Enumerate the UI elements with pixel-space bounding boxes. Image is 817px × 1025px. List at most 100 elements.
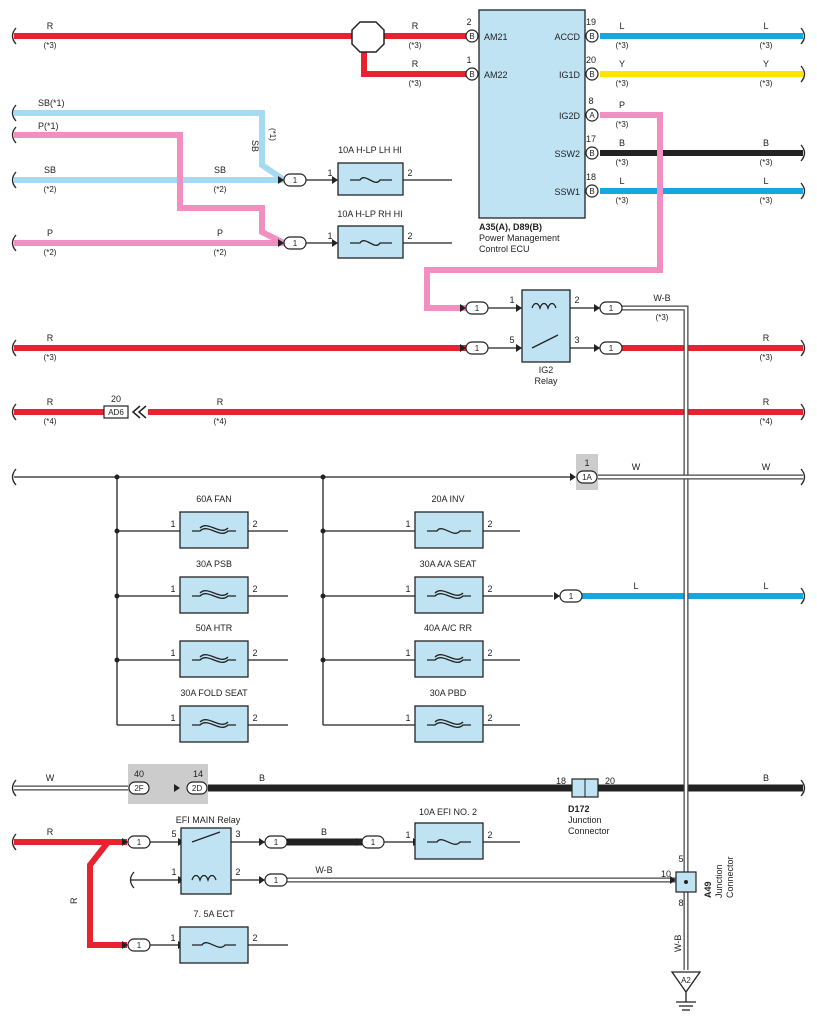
pill-efi-coil-num: 1 [274, 876, 279, 885]
note-r-relay-right: (*3) [760, 353, 773, 362]
label-l-ssw-a: L [633, 581, 638, 591]
ecu-title: A35(A), D89(B) [479, 222, 542, 232]
fuse-psb: 30A PSB 1 2 [170, 559, 258, 614]
pill-ig2-in-num: 1 [475, 304, 480, 313]
thin-wires [14, 179, 600, 946]
fuse-fan-pin2: 2 [252, 519, 257, 529]
ecu-pin-ig1d-circle [585, 67, 599, 81]
junction-dots [114, 474, 326, 663]
label-r-vert: R [69, 897, 79, 904]
ecu-pin-am22-conn: B [469, 70, 474, 79]
wire-p-1 [14, 132, 286, 246]
note-sb2-right: (*2) [214, 185, 227, 194]
relay-efi-label: EFI MAIN Relay [176, 815, 241, 825]
fuse-hlp-lh-icon [350, 177, 392, 183]
wire-wb-relay-inner [622, 306, 688, 872]
label-ig1d-a: Y [619, 59, 625, 69]
conn-2f-pill [128, 781, 150, 795]
label-ssw1-a: L [619, 176, 624, 186]
label-wb-relay: W-B [653, 293, 670, 303]
fuse-efi2-icon [427, 839, 471, 845]
label-sb1: SB(*1) [38, 98, 65, 108]
fuse-fold-pin2: 2 [252, 713, 257, 723]
fuse-psb-label: 30A PSB [196, 559, 232, 569]
label-p1: P(*1) [38, 121, 59, 131]
label-ig2d: P [619, 100, 625, 110]
edge-brackets-left [11, 27, 135, 889]
conn-2d-label: 2D [192, 784, 202, 793]
ecu-pin-ig2d-circle [585, 108, 599, 122]
note-r-left: (*3) [44, 41, 57, 50]
wire-r-efi-vert [87, 840, 127, 948]
fuse-ect-pin1: 1 [170, 933, 175, 943]
fuse-ac-rr-label: 40A A/C RR [424, 623, 473, 633]
label-ssw2-a: B [619, 138, 625, 148]
conn-1a-label: 1A [582, 473, 592, 482]
ecu-pin-ig2d-name: IG2D [559, 111, 581, 121]
ecu-pin-am21-name: AM21 [484, 32, 508, 42]
relay-efi-switch-icon [191, 831, 221, 843]
label-r-ad6-mid: R [217, 397, 224, 407]
conn-ad6-label: AD6 [108, 408, 124, 417]
ecu-pin-accd-circle [585, 29, 599, 43]
ecu-pin-ssw2-name: SSW2 [554, 149, 580, 159]
ecu-pin-ssw2-conn: B [589, 149, 594, 158]
fuse-inv-icon [427, 528, 471, 534]
label-w-1a-b: W [762, 462, 771, 472]
ecu-block: A35(A), D89(B) Power Management Control … [465, 9, 599, 254]
fuse-hlp-rh-icon [350, 240, 392, 246]
conn-d172-title: D172 [568, 804, 590, 814]
fuse-fan-pin1: 1 [170, 519, 175, 529]
label-r-ad6-right: R [763, 397, 770, 407]
fuse-efi2-pin1: 1 [405, 830, 410, 840]
fuse-fold-seat: 30A FOLD SEAT 1 2 [170, 688, 258, 743]
fuse-aa-seat-pin2: 2 [487, 584, 492, 594]
edge-brackets-right [800, 27, 806, 797]
relay-efi-main: EFI MAIN Relay 5 3 1 2 [171, 815, 241, 895]
note-ig2d: (*3) [616, 120, 629, 129]
pill-l-ssw-num: 1 [569, 592, 574, 601]
ecu-pin-ssw1-name: SSW1 [554, 187, 580, 197]
fuse-inv: 20A INV 1 2 [405, 494, 493, 549]
pill-efi-out-num: 1 [274, 838, 279, 847]
arrowheads [122, 176, 676, 949]
label-sb2-left: SB [44, 165, 56, 175]
fuse-pbd: 30A PBD 1 2 [405, 688, 493, 743]
conn-2d-pill [186, 781, 208, 795]
fuse-hlp-rh-pin2: 2 [407, 231, 412, 241]
ecu-pin-ssw1-conn: B [589, 187, 594, 196]
label-ssw2-b: B [763, 138, 769, 148]
conn-d172-l2: Connector [568, 826, 610, 836]
fuse-pbd-icon [427, 719, 471, 728]
pill-ig2-out-num: 1 [609, 304, 614, 313]
fuse-htr-pin1: 1 [170, 648, 175, 658]
label-w-1a-a: W [632, 462, 641, 472]
ecu-pin-am21-conn: B [469, 32, 474, 41]
conn-1a-pill [576, 470, 598, 484]
conn-a49-title: A49 [703, 881, 713, 898]
fuse-htr-pin2: 2 [252, 648, 257, 658]
fuse-inv-label: 20A INV [431, 494, 464, 504]
ecu-pin-accd-num: 19 [586, 17, 596, 27]
fuse-ac-rr: 40A A/C RR 1 2 [405, 623, 493, 678]
label-r-relay-right: R [763, 333, 770, 343]
label-accd-a: L [619, 21, 624, 31]
label-b-2d: B [259, 773, 265, 783]
relay-efi-pin5: 5 [171, 829, 176, 839]
ad6-pin: 20 [111, 394, 121, 404]
fuse-psb-pin1: 1 [170, 584, 175, 594]
fuse-ect-label: 7. 5A ECT [193, 909, 235, 919]
fuse-ac-rr-icon [427, 654, 471, 663]
fuse-hlp-rh-label: 10A H-LP RH HI [337, 209, 402, 219]
ecu-pin-ig2d-conn: A [589, 111, 595, 120]
fuse-pbd-pin2: 2 [487, 713, 492, 723]
ecu-pin-accd-conn: B [589, 32, 594, 41]
label-sb-vert: SB [250, 140, 260, 152]
fuse-ect-pin2: 2 [252, 933, 257, 943]
note-ssw1-b: (*3) [760, 196, 773, 205]
relay-ig2-pin2: 2 [574, 295, 579, 305]
fuse-htr-icon [192, 654, 236, 663]
label-r-ad6-left: R [47, 397, 54, 407]
note-sb-vert: (*1) [268, 128, 277, 141]
ecu-pin-ssw1-num: 18 [586, 172, 596, 182]
